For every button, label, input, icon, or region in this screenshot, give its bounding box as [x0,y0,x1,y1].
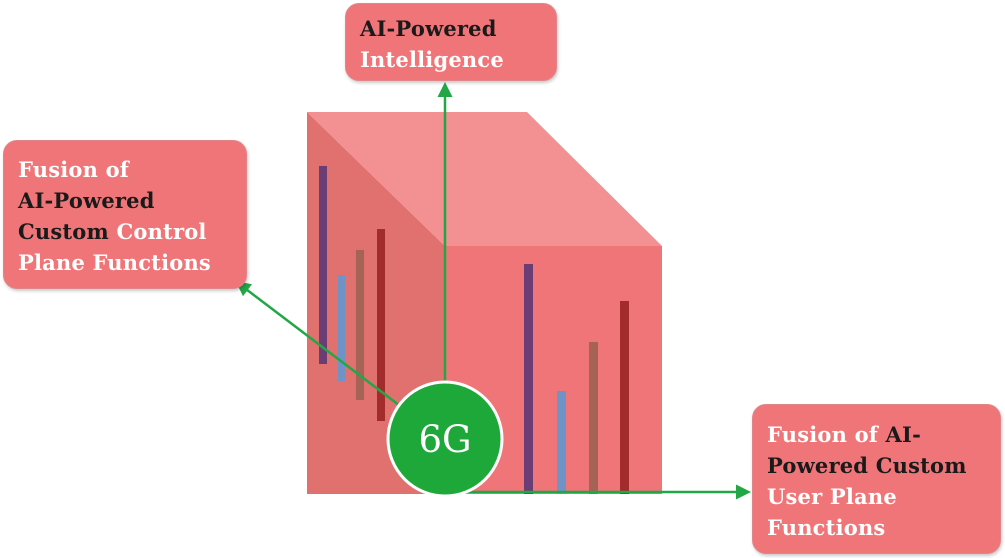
box-text-line: AI-Powered [360,13,556,44]
box-text-line: Fusion of AI- [767,419,1000,450]
box-text-line: Custom Control [18,216,246,247]
box-text-segment: Powered Custom [767,453,967,478]
side-bars [319,166,385,421]
box-text-segment: Functions [767,515,886,540]
side-bar-purple [319,166,327,364]
front-bar-blue [557,391,566,494]
front-bars [524,264,629,494]
cube-top-face [307,112,662,246]
6g-circle [386,380,504,498]
front-bar-purple [524,264,533,494]
box-text-line: Powered Custom [767,450,1000,481]
box-text-segment: AI- [885,422,921,447]
box-text-segment: Fusion of [767,422,886,447]
front-bar-brown [589,342,598,494]
box-text-segment: Intelligence [360,47,504,72]
box-text-segment: Plane Functions [18,250,211,275]
box-text-segment: Custom [18,219,117,244]
box-text-segment: AI-Powered [18,188,155,213]
side-bar-brown [356,250,364,400]
side-bar-red [377,229,385,421]
box-text-segment: Fusion of [18,157,130,182]
box-text-segment: User Plane [767,484,897,509]
box-text-line: Plane Functions [18,247,246,278]
box-text-line: AI-Powered [18,185,246,216]
box-text-segment: Control [116,219,207,244]
box-text-line: Intelligence [360,44,556,75]
box-text-segment: AI-Powered [360,16,497,41]
box-text-line: User Plane [767,481,1000,512]
box-text-line: Functions [767,512,1000,543]
box-text-line: Fusion of [18,154,246,185]
front-bar-red [620,301,629,494]
side-bar-blue [338,275,345,381]
